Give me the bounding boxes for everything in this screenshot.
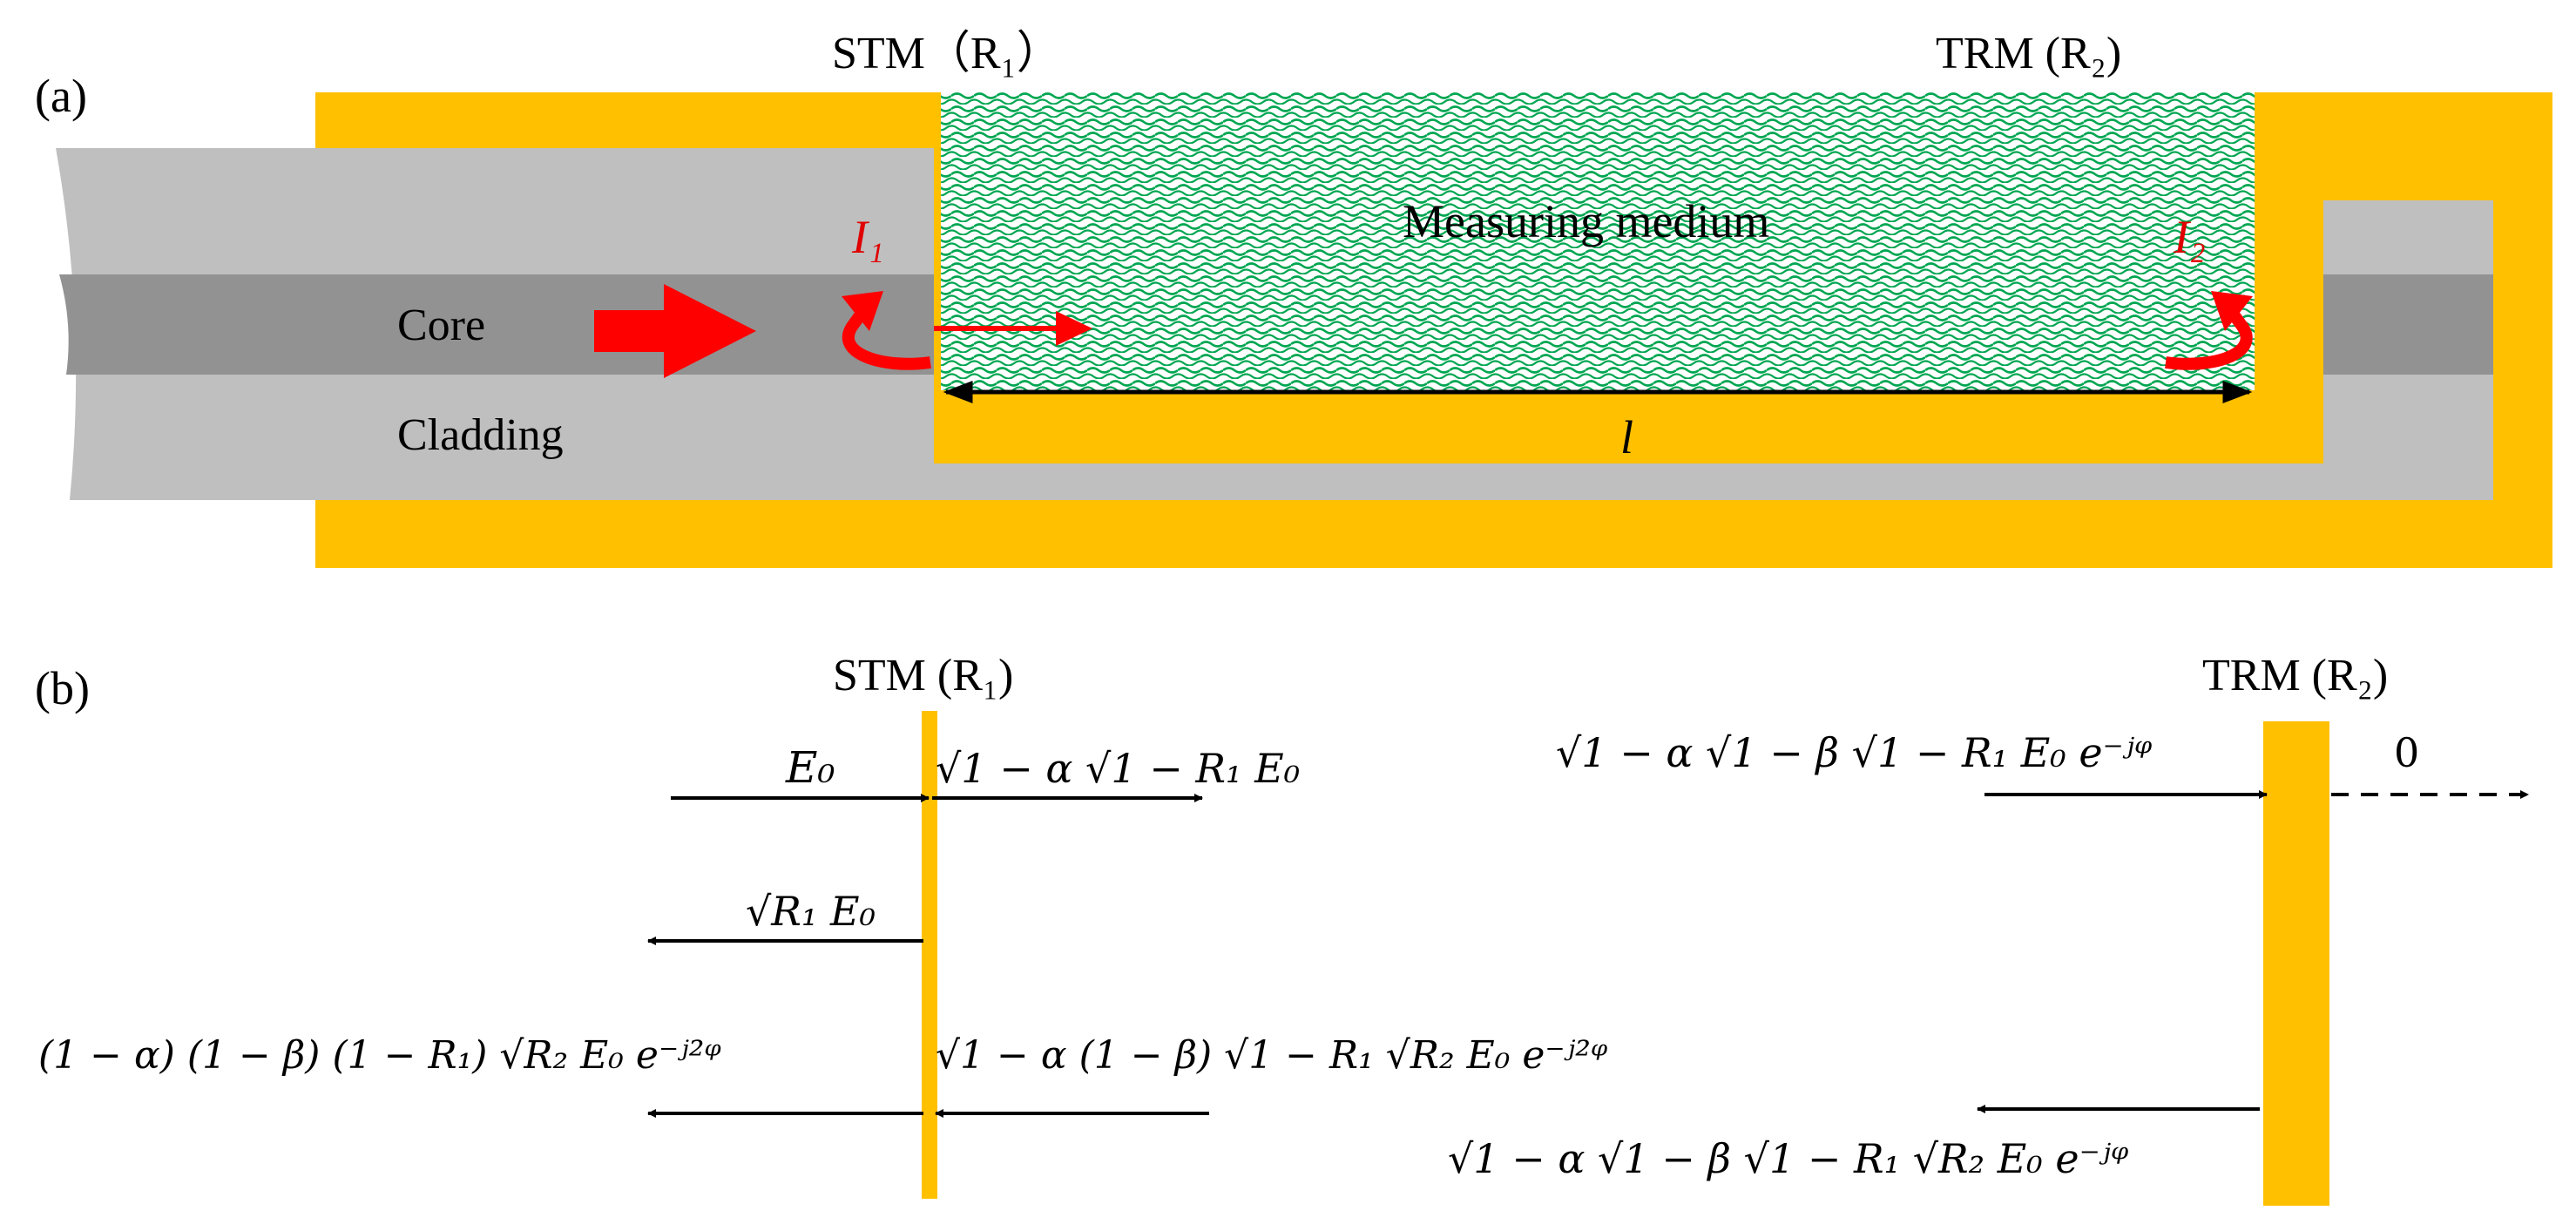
trm-label-b: TRM (R₂) bbox=[2202, 651, 2388, 700]
medium-label: Measuring medium bbox=[1403, 195, 1769, 247]
i2-label: I₂ bbox=[2173, 211, 2206, 263]
fiber-core bbox=[59, 274, 934, 375]
panel-b-label: (b) bbox=[35, 662, 90, 714]
i1-label: I₁ bbox=[851, 211, 884, 263]
reflection-curl-stm-head bbox=[842, 291, 883, 331]
cladding-bottom-strip bbox=[934, 463, 2493, 500]
stm-label-a: STM（R₁） bbox=[832, 29, 1062, 78]
field-incident-trm: √1 − α √1 − β √1 − R₁ E₀ e⁻ʲᵠ bbox=[1556, 729, 2153, 776]
stm-label-b: STM (R₁) bbox=[833, 651, 1013, 700]
field-transmitted-trm: 0 bbox=[2394, 729, 2419, 776]
transmitted-arrow bbox=[934, 311, 1092, 346]
trm-label-a: TRM (R₂) bbox=[1936, 29, 2121, 78]
length-label: l bbox=[1620, 411, 1633, 463]
field-e0: E₀ bbox=[785, 742, 835, 793]
field-return-inside: √1 − α (1 − β) √1 − R₁ √R₂ E₀ e⁻ʲ²ᵠ bbox=[936, 1033, 1608, 1078]
input-arrow bbox=[594, 284, 756, 378]
reflection-curl-trm bbox=[2165, 301, 2253, 370]
measuring-medium bbox=[941, 92, 2255, 390]
field-return-output: (1 − α) (1 − β) (1 − R₁) √R₂ E₀ e⁻ʲ²ᵠ bbox=[38, 1033, 721, 1078]
field-reflected-stm: √R₁ E₀ bbox=[746, 888, 876, 935]
reflection-curl-trm-head bbox=[2211, 291, 2253, 331]
reflection-curl-stm bbox=[842, 301, 931, 370]
panel-a-label: (a) bbox=[35, 70, 87, 122]
right-fiber-core bbox=[2323, 274, 2493, 375]
field-transmitted-stm: √1 − α √1 − R₁ E₀ bbox=[936, 745, 1300, 792]
trm-mirror bbox=[2263, 721, 2329, 1206]
cladding-label: Cladding bbox=[397, 410, 564, 460]
core-label: Core bbox=[397, 301, 485, 350]
field-reflected-trm: √1 − α √1 − β √1 − R₁ √R₂ E₀ e⁻ʲᵠ bbox=[1448, 1135, 2129, 1182]
fiber-cladding bbox=[56, 148, 2493, 500]
stm-mirror bbox=[922, 711, 937, 1199]
